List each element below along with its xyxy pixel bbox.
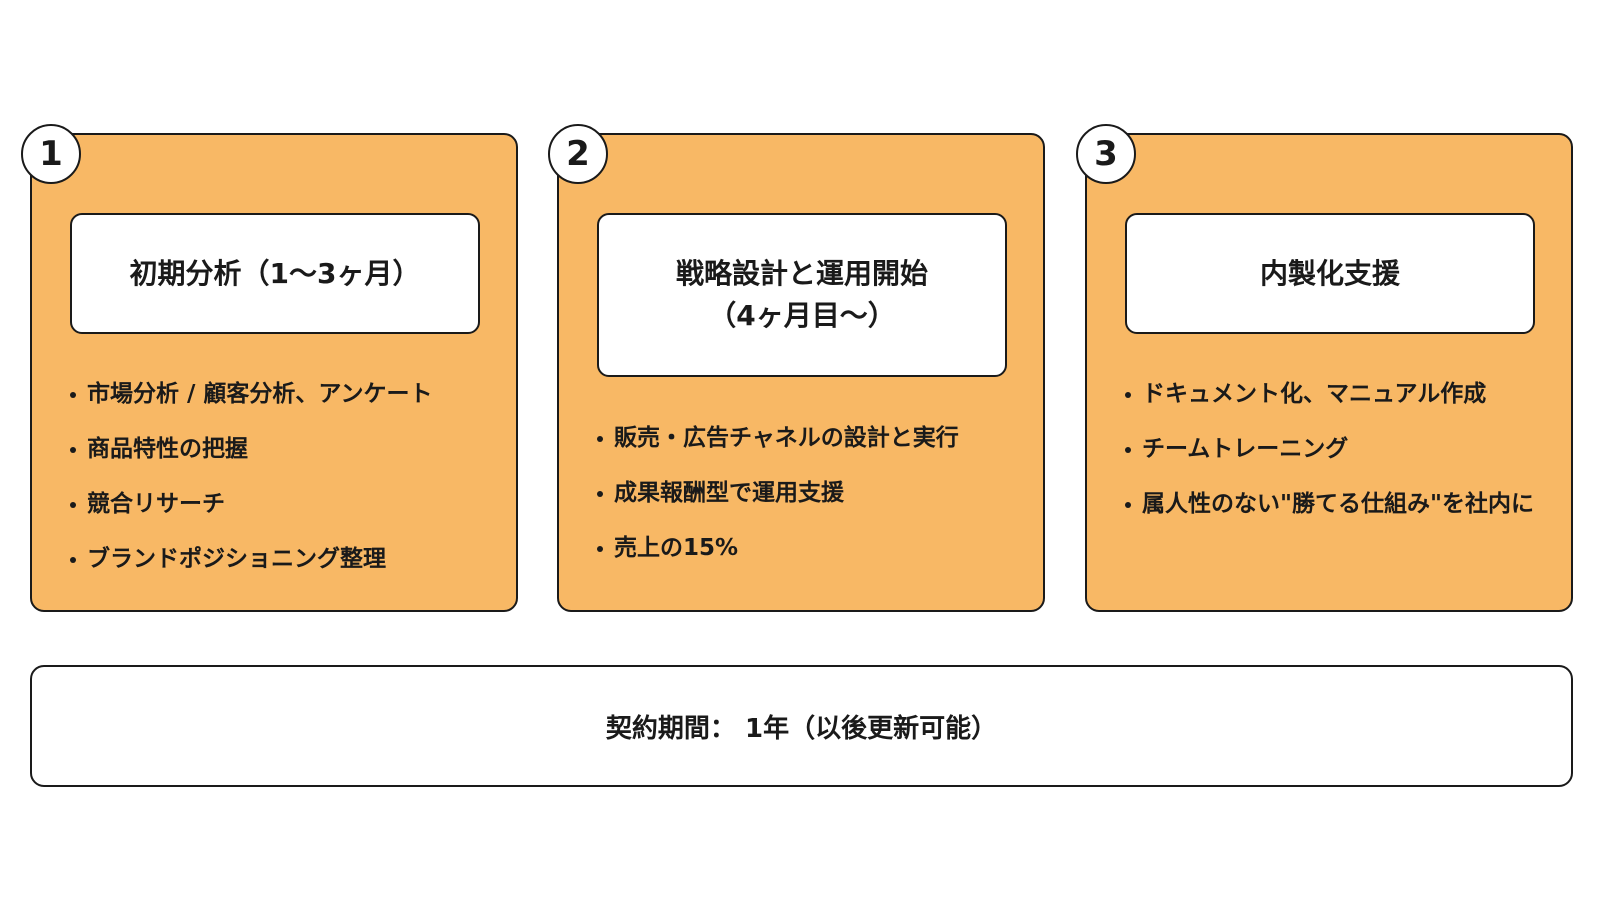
list-item-text: ドキュメント化、マニュアル作成 — [1142, 380, 1487, 407]
list-item-text: 競合リサーチ — [87, 490, 225, 517]
list-item: 成果報酬型で運用支援 — [597, 466, 1017, 521]
list-item: 競合リサーチ — [70, 477, 490, 532]
list-item-text: チームトレーニング — [1142, 435, 1349, 462]
list-item: 商品特性の把握 — [70, 422, 490, 477]
list-item-text: 市場分析 / 顧客分析、アンケート — [87, 380, 433, 407]
list-item-text: 商品特性の把握 — [87, 435, 248, 462]
list-item: 売上の15% — [597, 521, 1017, 576]
phase-title: 戦略設計と運用開始 （4ヶ月目〜） — [597, 213, 1007, 377]
phase-bullet-list: 市場分析 / 顧客分析、アンケート 商品特性の把握 競合リサーチ ブランドポジシ… — [70, 367, 490, 587]
bullet-dot-icon — [70, 391, 76, 398]
bullet-dot-icon — [597, 435, 603, 442]
phase-bullet-list: ドキュメント化、マニュアル作成 チームトレーニング 属人性のない"勝てる仕組み"… — [1125, 367, 1545, 532]
list-item-text: 売上の15% — [614, 534, 739, 561]
bullet-dot-icon — [1125, 501, 1131, 508]
list-item: ブランドポジショニング整理 — [70, 532, 490, 587]
bullet-dot-icon — [70, 446, 76, 453]
list-item-text: 属人性のない"勝てる仕組み"を社内に — [1142, 490, 1534, 517]
list-item: 市場分析 / 顧客分析、アンケート — [70, 367, 490, 422]
list-item: 属人性のない"勝てる仕組み"を社内に — [1125, 477, 1545, 532]
phase-title: 初期分析（1〜3ヶ月） — [70, 213, 480, 334]
phase-bullet-list: 販売・広告チャネルの設計と実行 成果報酬型で運用支援 売上の15% — [597, 411, 1017, 576]
bullet-dot-icon — [1125, 391, 1131, 398]
list-item-text: 成果報酬型で運用支援 — [614, 479, 844, 506]
bullet-dot-icon — [70, 501, 76, 508]
list-item: チームトレーニング — [1125, 422, 1545, 477]
list-item-text: ブランドポジショニング整理 — [87, 545, 386, 572]
step-number-badge: 1 — [21, 124, 81, 184]
phase-card-3: 3 内製化支援 ドキュメント化、マニュアル作成 チームトレーニング 属人性のない… — [1076, 124, 1573, 612]
phase-title: 内製化支援 — [1125, 213, 1535, 334]
bullet-dot-icon — [597, 490, 603, 497]
phase-card-2: 2 戦略設計と運用開始 （4ヶ月目〜） 販売・広告チャネルの設計と実行 成果報酬… — [548, 124, 1045, 612]
bullet-dot-icon — [597, 545, 603, 552]
step-number-badge: 2 — [548, 124, 608, 184]
bullet-dot-icon — [1125, 446, 1131, 453]
contract-period-label: 契約期間： 1年（以後更新可能） — [605, 713, 998, 744]
list-item: 販売・広告チャネルの設計と実行 — [597, 411, 1017, 466]
bullet-dot-icon — [70, 556, 76, 563]
step-number-badge: 3 — [1076, 124, 1136, 184]
list-item-text: 販売・広告チャネルの設計と実行 — [614, 424, 959, 451]
phase-card-1: 1 初期分析（1〜3ヶ月） 市場分析 / 顧客分析、アンケート 商品特性の把握 … — [21, 124, 518, 612]
contract-period-box: 契約期間： 1年（以後更新可能） — [30, 665, 1573, 787]
list-item: ドキュメント化、マニュアル作成 — [1125, 367, 1545, 422]
